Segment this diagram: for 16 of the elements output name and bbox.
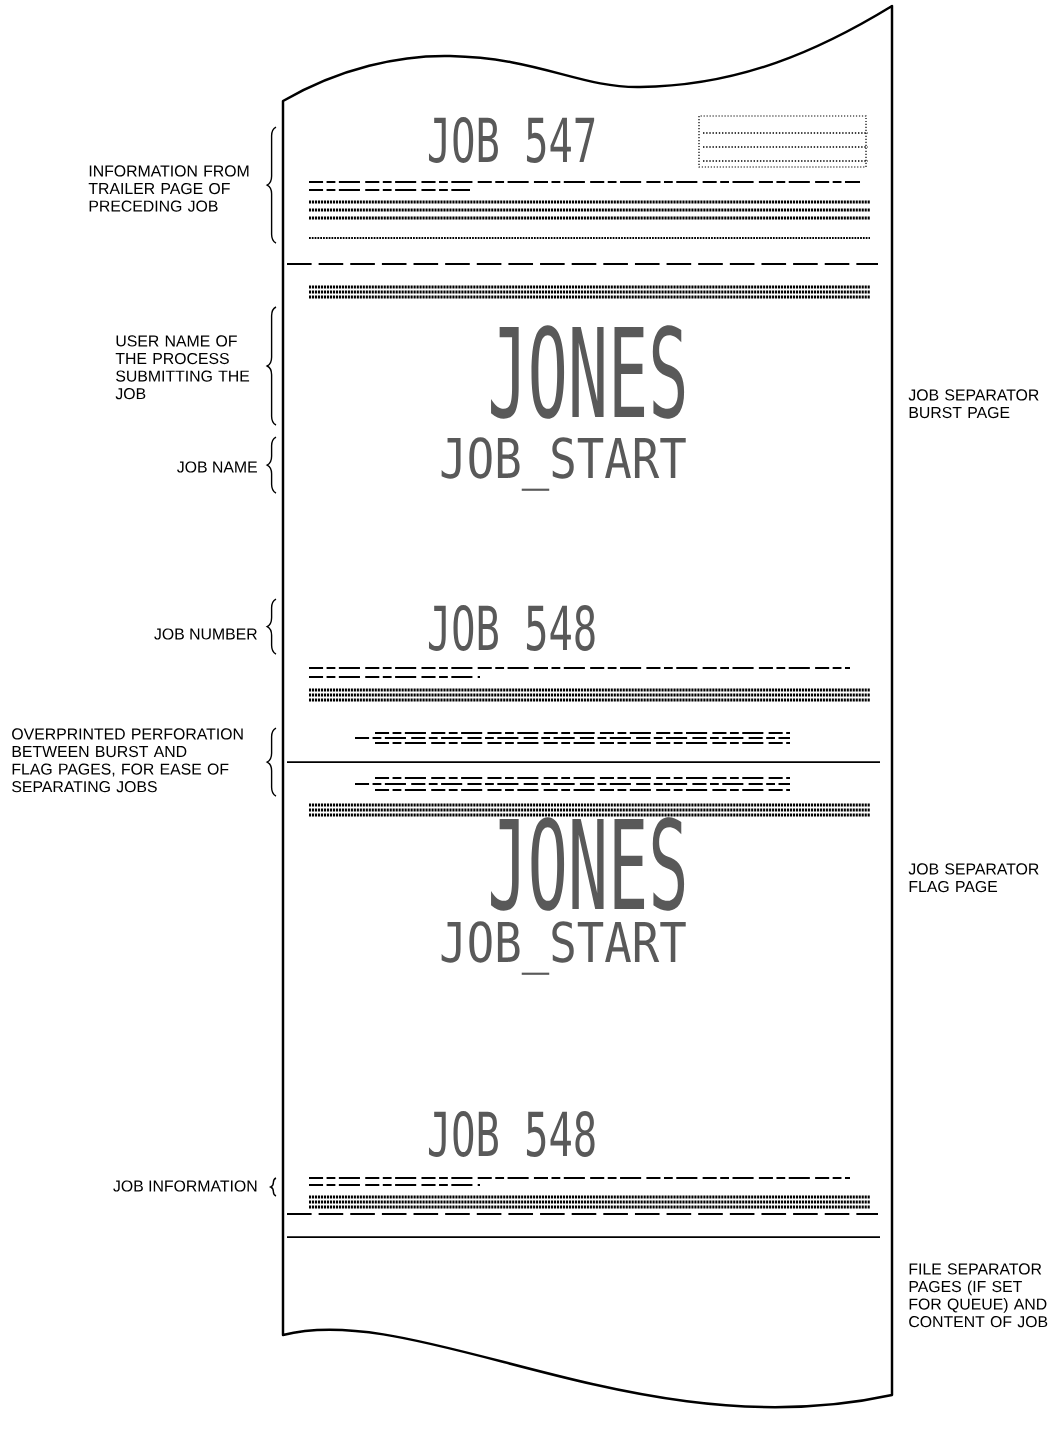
printed-banner-text: JOB_START [441, 921, 686, 975]
printed-banner-text: JONES [491, 325, 685, 419]
annotation-text: OVERPRINTED PERFORATION BETWEEN BURST AND FLAG PAGES, FOR EASE OF SEPARATING JOBS [12, 728, 243, 793]
printed-banner-text: JOB 548 [429, 1111, 595, 1157]
annotation-text: JOB SEPARATOR BURST PAGE [908, 389, 1039, 419]
printed-banner-text: JOB_START [441, 437, 686, 491]
annotation-text: FILE SEPARATOR PAGES (IF SET FOR QUEUE) AND CONTENT OF JOB [909, 1263, 1048, 1328]
annotation-text: JOB INFORMATION [113, 1180, 257, 1192]
annotation-text: JOB NAME [177, 461, 257, 473]
annotation-text: USER NAME OF THE PROCESS SUBMITTING THE JOB [115, 335, 250, 400]
printed-banner-text: JOB 547 [429, 117, 595, 163]
annotation-text: INFORMATION FROM TRAILER PAGE OF PRECEDING JOB [88, 165, 249, 212]
annotation-text: JOB NUMBER [154, 628, 257, 640]
printed-banner-text: JONES [491, 817, 685, 911]
printed-banner-text: JOB 548 [429, 605, 595, 651]
annotation-text: JOB SEPARATOR FLAG PAGE [908, 863, 1039, 893]
